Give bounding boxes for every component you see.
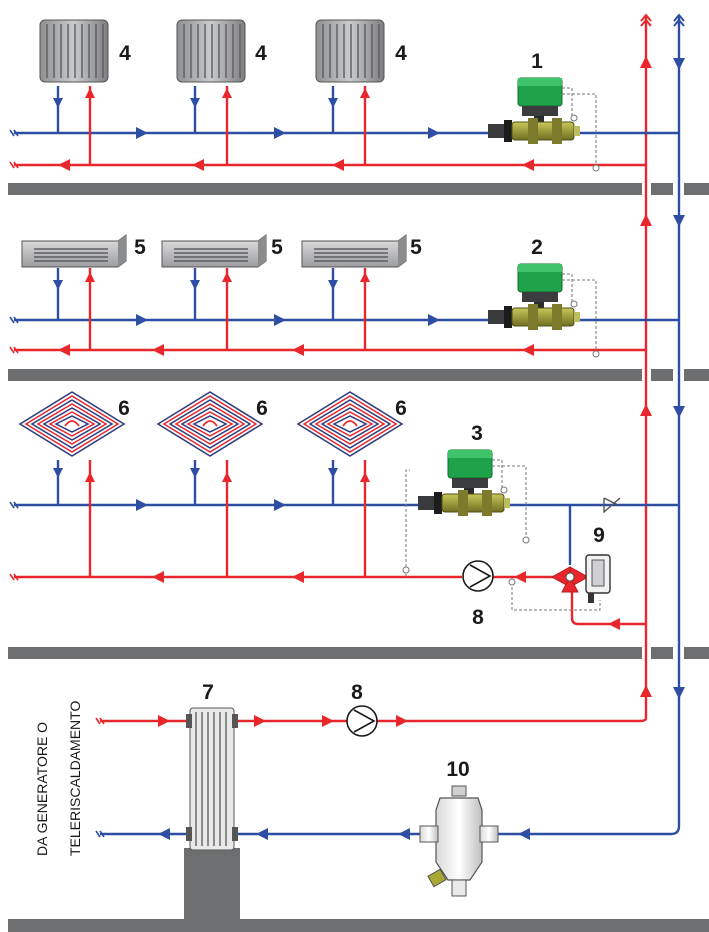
floor-coil-1 (19, 391, 125, 457)
return-riser (670, 13, 685, 836)
label-radiator-a: 4 (119, 42, 131, 65)
label-valve-1: 1 (531, 50, 543, 73)
caption-line-1: DA GENERATORE O (34, 722, 50, 856)
label-mixing-valve: 9 (593, 524, 605, 547)
label-floor-b: 6 (256, 397, 268, 420)
riser-arrows (640, 56, 685, 699)
label-fancoil-b: 5 (271, 236, 283, 259)
label-pump-a: 8 (472, 606, 484, 629)
label-separator: 10 (446, 758, 469, 781)
label-pump-b: 8 (351, 681, 363, 704)
radiator-3 (315, 19, 385, 83)
component-labels: 4 4 4 1 5 5 5 2 6 6 6 3 9 8 7 8 10 (118, 42, 605, 781)
radiator-1 (39, 19, 109, 83)
zone-valve-1 (487, 77, 600, 172)
fan-coil-2 (161, 234, 267, 268)
heat-exchanger (184, 707, 240, 920)
label-radiator-b: 4 (255, 42, 267, 65)
label-fancoil-c: 5 (410, 236, 422, 259)
label-fancoil-a: 5 (134, 236, 146, 259)
fan-coil-1 (21, 234, 127, 268)
supply-riser (639, 13, 652, 723)
label-floor-c: 6 (395, 397, 407, 420)
label-floor-a: 6 (118, 397, 130, 420)
label-valve-2: 2 (531, 236, 543, 259)
floor-coil-2 (157, 391, 263, 457)
radiator-2 (176, 19, 246, 83)
label-heat-exchanger: 7 (202, 681, 214, 704)
floor-coil-3 (297, 391, 403, 457)
caption-line-2: TELERISCALDAMENTO (67, 701, 83, 856)
zone-valve-2 (487, 263, 600, 358)
floor-3-circuit (9, 460, 679, 630)
mixing-valve (550, 554, 611, 603)
floor-slabs (8, 183, 709, 932)
zone-valve-3 (417, 449, 530, 544)
source-caption: DA GENERATORE O TELERISCALDAMENTO (34, 701, 83, 856)
label-radiator-c: 4 (395, 42, 407, 65)
basement-circuit (95, 715, 671, 840)
label-valve-3: 3 (471, 422, 483, 445)
pump-floor-3 (462, 560, 494, 592)
fan-coil-3 (301, 234, 407, 268)
pump-basement (346, 705, 378, 737)
dirt-separator (419, 785, 499, 897)
